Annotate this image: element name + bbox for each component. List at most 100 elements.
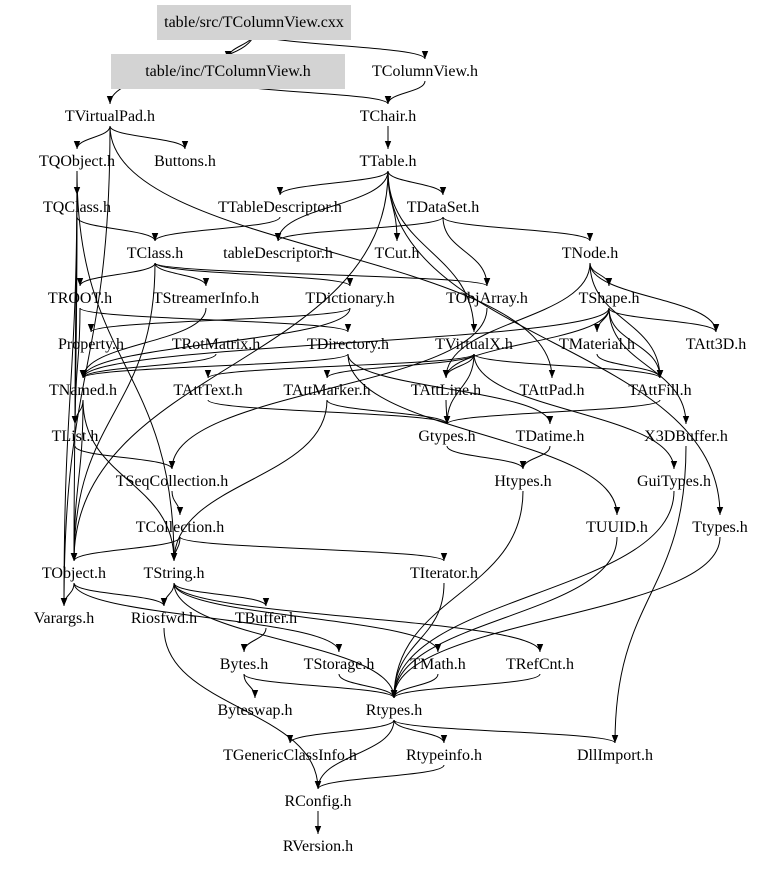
node-ttabledescriptor[interactable]: TTableDescriptor.h bbox=[218, 199, 342, 216]
edge-tvirtualpad-to-tattpad bbox=[109, 125, 556, 379]
node-property[interactable]: Property.h bbox=[58, 336, 124, 353]
node-tdirectory[interactable]: TDirectory.h bbox=[307, 336, 389, 353]
node-label: Rtypeinfo.h bbox=[406, 747, 482, 764]
node-tqobject[interactable]: TQObject.h bbox=[39, 153, 115, 170]
node-tabledescriptor[interactable]: tableDescriptor.h bbox=[223, 245, 333, 262]
node-gtypes[interactable]: Gtypes.h bbox=[418, 428, 475, 445]
edge-ttable-to-tobject bbox=[70, 170, 389, 562]
node-tstorage[interactable]: TStorage.h bbox=[304, 656, 375, 673]
node-label: TSeqCollection.h bbox=[116, 473, 228, 490]
node-htypes[interactable]: Htypes.h bbox=[494, 473, 551, 490]
node-guitypes[interactable]: GuiTypes.h bbox=[637, 473, 711, 490]
edge-tnode-to-tattfill bbox=[589, 262, 664, 379]
node-label: TMath.h bbox=[410, 656, 466, 673]
node-tattline[interactable]: TAttLine.h bbox=[411, 382, 481, 399]
node-label: TAttPad.h bbox=[520, 382, 585, 399]
node-label: TRotMatrix.h bbox=[172, 336, 260, 353]
node-tqclass[interactable]: TQClass.h bbox=[43, 199, 111, 216]
edge-tuuid-to-rtypes bbox=[390, 536, 618, 699]
node-buttons[interactable]: Buttons.h bbox=[154, 153, 216, 170]
node-label: TMaterial.h bbox=[559, 336, 635, 353]
node-tseqcollection[interactable]: TSeqCollection.h bbox=[116, 473, 228, 490]
node-ttable[interactable]: TTable.h bbox=[359, 153, 416, 170]
node-tstreamerinfo[interactable]: TStreamerInfo.h bbox=[153, 290, 259, 307]
edge-troot-to-tdirectory bbox=[79, 307, 352, 333]
node-rconfig[interactable]: RConfig.h bbox=[284, 793, 351, 810]
node-tmaterial[interactable]: TMaterial.h bbox=[559, 336, 635, 353]
node-tattpad[interactable]: TAttPad.h bbox=[520, 382, 585, 399]
node-label: RVersion.h bbox=[283, 838, 353, 855]
node-cxx[interactable]: table/src/TColumnView.cxx bbox=[157, 5, 351, 40]
node-tdataset[interactable]: TDataSet.h bbox=[407, 199, 479, 216]
node-tshape[interactable]: TShape.h bbox=[579, 290, 640, 307]
node-label: TColumnView.h bbox=[372, 63, 478, 80]
node-tattmarker[interactable]: TAttMarker.h bbox=[283, 382, 370, 399]
edge-tshape-to-tattfill bbox=[608, 307, 664, 379]
edge-titerator-to-rtypes bbox=[390, 582, 445, 699]
node-label: X3DBuffer.h bbox=[644, 428, 728, 445]
edge-tlist-to-tseqcollection bbox=[74, 445, 176, 470]
node-inch[interactable]: table/inc/TColumnView.h bbox=[111, 54, 345, 89]
edge-tshape-to-x3dbuffer bbox=[608, 307, 690, 425]
edge-tobjarray-to-tseqcollection bbox=[168, 307, 488, 470]
node-trefcnt[interactable]: TRefCnt.h bbox=[506, 656, 574, 673]
edge-rtypeinfo-to-rconfig bbox=[314, 764, 445, 790]
edge-tclass-to-tdictionary bbox=[154, 262, 354, 287]
node-label: TCollection.h bbox=[136, 519, 224, 536]
node-tchair[interactable]: TChair.h bbox=[360, 108, 416, 125]
node-bytes[interactable]: Bytes.h bbox=[220, 656, 268, 673]
node-label: TList.h bbox=[52, 428, 99, 445]
node-x3dbuffer[interactable]: X3DBuffer.h bbox=[644, 428, 728, 445]
node-label: Varargs.h bbox=[34, 610, 95, 627]
edge-tclass-to-tobject bbox=[70, 262, 156, 562]
node-label: TShape.h bbox=[579, 290, 640, 307]
node-tmath[interactable]: TMath.h bbox=[410, 656, 466, 673]
node-ttypes[interactable]: Ttypes.h bbox=[692, 519, 748, 536]
node-rtypeinfo[interactable]: Rtypeinfo.h bbox=[406, 747, 482, 764]
node-tnode[interactable]: TNode.h bbox=[562, 245, 618, 262]
edge-tclass-to-tstreamerinfo bbox=[154, 262, 210, 287]
node-titerator[interactable]: TIterator.h bbox=[410, 565, 478, 582]
node-label: TUUID.h bbox=[586, 519, 648, 536]
node-rtypes[interactable]: Rtypes.h bbox=[366, 702, 422, 719]
node-rversion[interactable]: RVersion.h bbox=[283, 838, 353, 855]
node-riosfwd[interactable]: Riosfwd.h bbox=[131, 610, 197, 627]
edge-tattfill-to-gtypes bbox=[443, 399, 661, 425]
edge-tdatime-to-htypes bbox=[519, 445, 551, 470]
node-tobjarray[interactable]: TObjArray.h bbox=[446, 290, 528, 307]
node-tclass[interactable]: TClass.h bbox=[127, 245, 183, 262]
node-tnamed[interactable]: TNamed.h bbox=[49, 382, 117, 399]
node-tcollection[interactable]: TCollection.h bbox=[136, 519, 224, 536]
node-tgenericclassinfo[interactable]: TGenericClassInfo.h bbox=[223, 747, 357, 764]
node-dllimport[interactable]: DllImport.h bbox=[577, 747, 653, 764]
node-tdatime[interactable]: TDatime.h bbox=[516, 428, 585, 445]
edge-tvirtualx-to-tatttext bbox=[204, 353, 475, 379]
node-tatt3d[interactable]: TAtt3D.h bbox=[686, 336, 747, 353]
node-tobject[interactable]: TObject.h bbox=[42, 565, 106, 582]
node-tatttext[interactable]: TAttText.h bbox=[173, 382, 242, 399]
node-trotmatrix[interactable]: TRotMatrix.h bbox=[172, 336, 260, 353]
node-varargs[interactable]: Varargs.h bbox=[34, 610, 95, 627]
node-troot[interactable]: TROOT.h bbox=[48, 290, 112, 307]
node-label: TDataSet.h bbox=[407, 199, 479, 216]
node-tbuffer[interactable]: TBuffer.h bbox=[235, 610, 297, 627]
edge-tstring-to-trefcnt bbox=[173, 582, 544, 653]
edge-tdictionary-to-tnamed bbox=[79, 307, 351, 379]
edge-tseqcollection-to-tcollection bbox=[171, 490, 184, 516]
node-tdictionary[interactable]: TDictionary.h bbox=[305, 290, 394, 307]
node-label: TVirtualX.h bbox=[435, 336, 513, 353]
node-tlist[interactable]: TList.h bbox=[52, 428, 99, 445]
node-tattfill[interactable]: TAttFill.h bbox=[628, 382, 691, 399]
node-tvirtualx[interactable]: TVirtualX.h bbox=[435, 336, 513, 353]
node-label: TObject.h bbox=[42, 565, 106, 582]
edge-tdirectory-to-tuuid bbox=[347, 353, 621, 516]
node-byteswap[interactable]: Byteswap.h bbox=[217, 702, 292, 719]
node-tstring[interactable]: TString.h bbox=[144, 565, 205, 582]
node-tcut[interactable]: TCut.h bbox=[375, 245, 420, 262]
node-label: TDatime.h bbox=[516, 428, 585, 445]
node-tvirtualpad[interactable]: TVirtualPad.h bbox=[65, 108, 155, 125]
edge-tvirtualx-to-tattfill bbox=[473, 353, 664, 379]
node-tuuid[interactable]: TUUID.h bbox=[586, 519, 648, 536]
node-tcolumnview[interactable]: TColumnView.h bbox=[372, 63, 478, 80]
edge-tcollection-to-titerator bbox=[179, 536, 448, 562]
